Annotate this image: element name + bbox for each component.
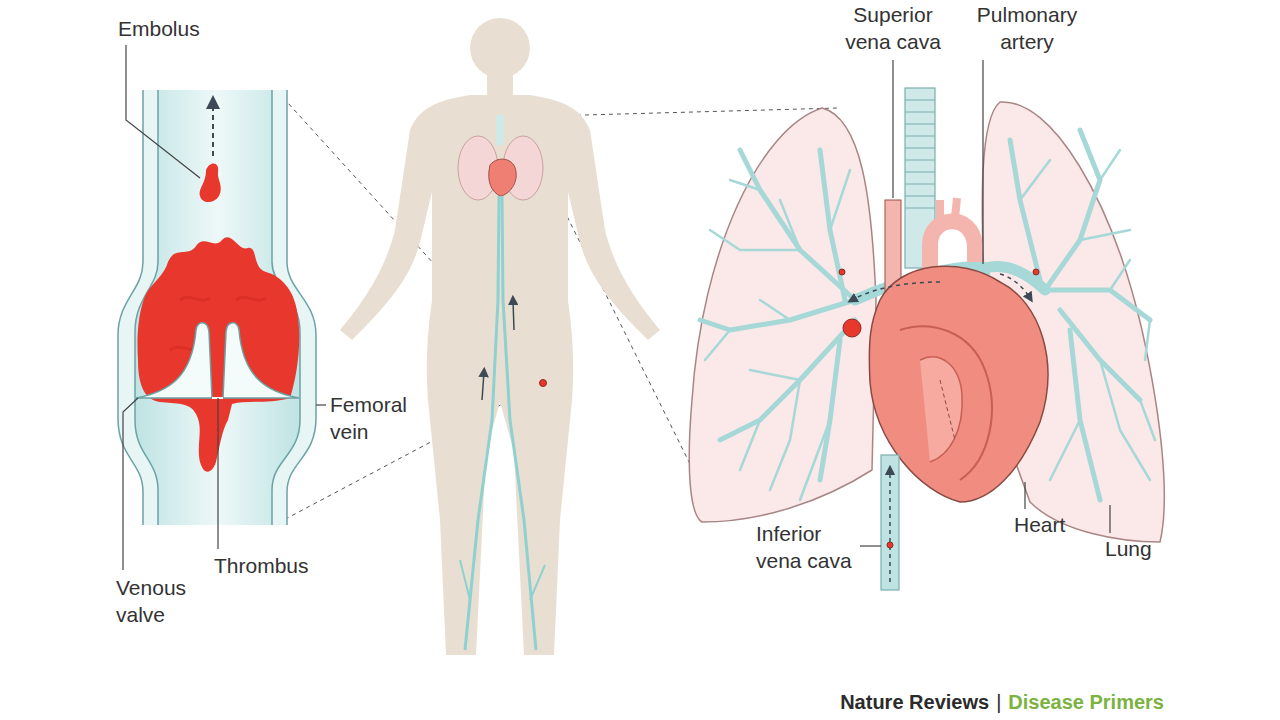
publisher-credit: | xyxy=(996,690,1001,716)
part-label: Inferior vena cava xyxy=(756,521,860,575)
part-label: Superior vena cava xyxy=(833,2,953,56)
part-label: Heart xyxy=(1014,512,1065,539)
part-label: Embolus xyxy=(118,16,200,43)
body-silhouette xyxy=(340,18,660,655)
leader-lines xyxy=(123,45,1110,570)
part-label: Venous valve xyxy=(116,575,206,629)
publisher-credit: Disease Primers xyxy=(1008,690,1164,716)
part-label: Pulmonary artery xyxy=(962,2,1092,56)
publisher-credit: Nature Reviews xyxy=(840,690,989,716)
part-label: Lung xyxy=(1105,536,1152,563)
credit-line: Nature Reviews | Disease Primers xyxy=(840,690,1164,716)
lungs-heart xyxy=(689,88,1164,590)
part-label: Thrombus xyxy=(214,553,309,580)
vein-panel xyxy=(118,90,316,525)
part-label: Femoral vein xyxy=(330,392,430,446)
